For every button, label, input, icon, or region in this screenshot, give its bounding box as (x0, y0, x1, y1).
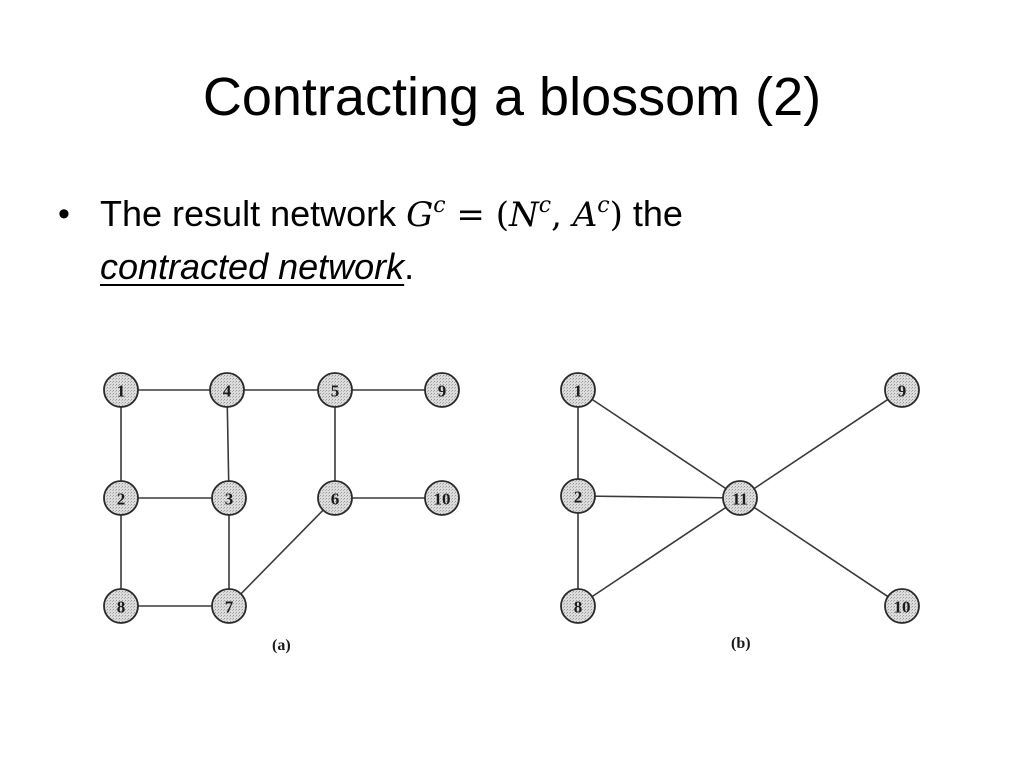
graph-a-edge-4-3 (226, 389, 230, 499)
graph-a-node-10: 10 (424, 480, 460, 516)
node-circle (103, 372, 139, 408)
graph-b-edge-1-11 (577, 389, 741, 499)
caption-b: (b) (731, 635, 751, 652)
graph-a-node-4: 4 (209, 372, 245, 408)
graph-a-node-3: 3 (211, 480, 247, 516)
math-sup-c2: c (538, 193, 552, 218)
node-label: 1 (574, 382, 583, 401)
graph-b-edge-11-10 (739, 497, 903, 607)
node-circle (424, 372, 460, 408)
graph-b-edge-8-11 (577, 497, 741, 607)
graph-a-node-9: 9 (424, 372, 460, 408)
node-circle (209, 372, 245, 408)
node-circle (884, 588, 920, 624)
graph-a-node-7: 7 (211, 588, 247, 624)
graph-b-nodes: 1 9 2 11 8 10 (560, 372, 920, 624)
node-label: 9 (898, 382, 907, 401)
node-circle (560, 372, 596, 408)
node-label: 10 (434, 490, 451, 509)
graph-a-node-2: 2 (103, 480, 139, 516)
node-label: 8 (117, 598, 126, 617)
math-g: G (406, 195, 434, 235)
graph-a-edge-7-6 (228, 497, 336, 607)
bullet-text: The result network Gc = (Nc, Ac) the cont… (100, 188, 960, 293)
node-label: 6 (331, 490, 340, 509)
node-label: 9 (438, 382, 447, 401)
math-equals: = ( (445, 195, 509, 235)
graph-a-node-1: 1 (103, 372, 139, 408)
node-circle (424, 480, 460, 516)
graph-a: 1 4 5 9 2 3 6 10 8 7 (103, 372, 460, 624)
graph-b-edge-11-9 (739, 389, 903, 499)
node-label: 8 (574, 598, 583, 617)
math-a: A (572, 195, 598, 235)
node-circle (103, 588, 139, 624)
node-circle (317, 480, 353, 516)
node-circle (560, 588, 596, 624)
bullet-period: . (404, 246, 415, 287)
bullet-marker: • (58, 195, 70, 233)
math-n: N (509, 195, 539, 235)
node-circle (884, 372, 920, 408)
math-comma: , (551, 195, 573, 235)
graph-a-edges (120, 389, 442, 607)
graph-b-node-11: 11 (722, 480, 758, 516)
node-label: 7 (225, 598, 234, 617)
node-circle (560, 478, 596, 514)
node-circle (317, 372, 353, 408)
node-circle (103, 480, 139, 516)
graph-b: 1 9 2 11 8 10 (560, 372, 920, 624)
node-circle (722, 480, 758, 516)
math-close-paren: ) (609, 195, 623, 235)
graph-a-node-6: 6 (317, 480, 353, 516)
graph-a-nodes: 1 4 5 9 2 3 6 10 8 7 (103, 372, 460, 624)
node-label: 4 (223, 382, 232, 401)
node-label: 2 (574, 488, 583, 507)
contracted-network-term: contracted network (100, 246, 405, 287)
node-circle (211, 588, 247, 624)
graph-b-node-10: 10 (884, 588, 920, 624)
graph-b-node-1: 1 (560, 372, 596, 408)
node-circle (211, 480, 247, 516)
graph-b-node-2: 2 (560, 478, 596, 514)
graph-b-node-9: 9 (884, 372, 920, 408)
slide-title: Contracting a blossom (2) (202, 67, 822, 127)
node-label: 5 (331, 382, 340, 401)
node-label: 1 (117, 382, 126, 401)
bullet-text-before: The result network (100, 193, 407, 234)
graph-a-node-5: 5 (317, 372, 353, 408)
node-label: 2 (117, 490, 126, 509)
node-label: 11 (732, 490, 748, 509)
node-label: 3 (225, 490, 234, 509)
graph-b-edge-2-11 (577, 495, 741, 499)
bullet-text-after: the (622, 193, 683, 234)
math-sup-c1: c (433, 193, 446, 218)
math-expression: Gc = (Nc, Ac) (406, 193, 623, 236)
math-sup-c3: c (597, 193, 610, 218)
caption-a: (a) (272, 637, 291, 654)
graph-a-node-8: 8 (103, 588, 139, 624)
node-label: 10 (894, 598, 911, 617)
graph-b-node-8: 8 (560, 588, 596, 624)
